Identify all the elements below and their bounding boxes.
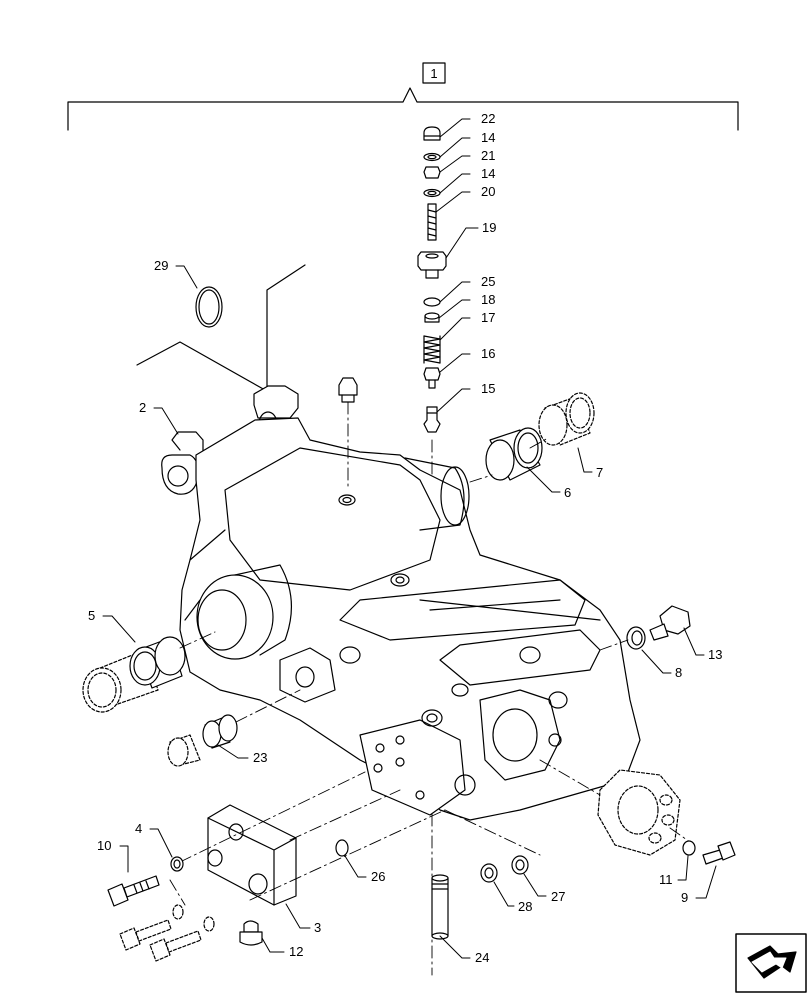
tube-24	[431, 874, 449, 940]
part-label-11: 11	[659, 872, 673, 887]
leader-lines	[102, 118, 717, 959]
part-label-12: 12	[289, 944, 303, 959]
o-ring-26	[335, 839, 349, 857]
bushing-5b	[129, 636, 186, 689]
washer-4	[170, 856, 184, 872]
washer-8	[626, 626, 646, 650]
valve-stack	[417, 126, 447, 433]
bolt-9	[702, 841, 736, 865]
part-label-25: 25	[481, 274, 495, 289]
part-label-24: 24	[475, 950, 489, 965]
part-label-29: 29	[154, 258, 168, 273]
part-labels: 22 14 21 14 20 19 25 18 17 16 15 29 2 7 …	[88, 111, 722, 965]
part-label-13: 13	[708, 647, 722, 662]
o-ring-29	[195, 286, 223, 328]
bushing-7	[538, 392, 595, 446]
part-label-4: 4	[135, 821, 142, 836]
part-label-2: 2	[139, 400, 146, 415]
part-label-15: 15	[481, 381, 495, 396]
part-label-27: 27	[551, 889, 565, 904]
part-label-6: 6	[564, 485, 571, 500]
assembly-label: 1	[430, 66, 437, 81]
bolt-ghost-1	[119, 904, 184, 951]
part-label-16: 16	[481, 346, 495, 361]
next-page-arrow-icon[interactable]	[735, 933, 807, 993]
small-valve	[338, 377, 358, 403]
pump-ghost	[597, 769, 681, 856]
part-label-14b: 14	[481, 166, 495, 181]
part-label-14a: 14	[481, 130, 495, 145]
plate-3	[207, 804, 297, 906]
part-label-19: 19	[482, 220, 496, 235]
part-label-9: 9	[681, 890, 688, 905]
part-label-20: 20	[481, 184, 495, 199]
bushing-23	[167, 714, 238, 767]
washer-28	[480, 863, 498, 883]
part-label-23: 23	[253, 750, 267, 765]
main-housing	[161, 385, 641, 821]
washer-27	[511, 855, 529, 875]
part-label-7: 7	[596, 465, 603, 480]
part-label-22: 22	[481, 111, 495, 126]
plug-12	[239, 920, 263, 946]
washer-11	[682, 840, 696, 856]
part-label-17: 17	[481, 310, 495, 325]
part-label-10: 10	[97, 838, 111, 853]
assembly-label-box	[422, 62, 446, 84]
part-label-21: 21	[481, 148, 495, 163]
part-label-3: 3	[314, 920, 321, 935]
bolt-13	[649, 605, 691, 641]
part-label-5: 5	[88, 608, 95, 623]
bolt-ghost-2	[149, 916, 215, 962]
assembly-bracket: 1	[67, 62, 739, 131]
bushing-6	[485, 427, 543, 481]
part-label-8: 8	[675, 665, 682, 680]
part-label-28: 28	[518, 899, 532, 914]
part-label-18: 18	[481, 292, 495, 307]
bolt-10	[107, 875, 160, 907]
part-label-26: 26	[371, 869, 385, 884]
